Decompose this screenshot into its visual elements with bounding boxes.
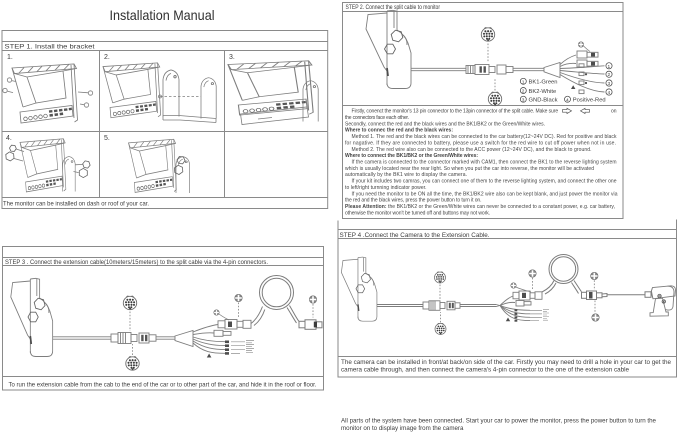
svg-text:monitor on to display image fr: monitor on to display image from the cam… bbox=[341, 425, 464, 432]
svg-text:Positive-Red: Positive-Red bbox=[573, 98, 606, 104]
svg-text:3: 3 bbox=[608, 81, 611, 87]
svg-text:3.: 3. bbox=[229, 54, 235, 61]
svg-text:2: 2 bbox=[608, 72, 611, 78]
svg-text:STEP 2. Connect the split cabl: STEP 2. Connect the split cable to monit… bbox=[346, 4, 441, 11]
svg-text:If you need the monitor to be: If you need the monitor to be ON all the… bbox=[352, 191, 618, 197]
svg-text:STEP 1. Install the bracket: STEP 1. Install the bracket bbox=[5, 43, 95, 50]
svg-text:automatically by the BK1 wire: automatically by the BK1 wire to display… bbox=[345, 172, 467, 178]
svg-text:To run the extension cable fro: To run the extension cable from the cab … bbox=[9, 381, 317, 388]
svg-text:Where to connec the red and th: Where to connec the red and the black wi… bbox=[345, 128, 453, 134]
svg-text:Please Attention: the BK1/BK2: Please Attention: the BK1/BK2 or the Gre… bbox=[345, 204, 615, 210]
svg-text:GND-Black: GND-Black bbox=[529, 98, 558, 104]
svg-text:5.: 5. bbox=[104, 135, 110, 142]
svg-text:Method 2. The red wire also ca: Method 2. The red wire also can be conne… bbox=[352, 147, 592, 153]
svg-text:Where to connect the BK1/BK2 o: Where to connect the BK1/BK2 or the Gree… bbox=[345, 153, 478, 159]
svg-text:Installation Manual: Installation Manual bbox=[110, 7, 215, 23]
svg-text:The monitor can be installed o: The monitor can be installed on dash or … bbox=[3, 200, 149, 207]
svg-text:otherwise the monitor won't be: otherwise the monitor won't be turned of… bbox=[345, 210, 490, 216]
svg-text:BK2-White: BK2-White bbox=[529, 89, 557, 95]
svg-text:STEP 4 .Connect the Camera to: STEP 4 .Connect the Camera to the Extens… bbox=[340, 232, 490, 239]
svg-text:camera cable through, and then: camera cable through, and then connect t… bbox=[341, 366, 629, 373]
svg-text:for nagative. If they are conn: for nagative. If they are connected to b… bbox=[345, 140, 616, 146]
svg-text:the connectors face each other: the connectors face each other. bbox=[345, 115, 409, 121]
svg-text:3: 3 bbox=[522, 97, 525, 103]
svg-text:Firstly, conenct the monitor's: Firstly, conenct the monitor's 13 pin co… bbox=[352, 109, 559, 115]
svg-text:4: 4 bbox=[608, 90, 611, 96]
svg-text:If the camera is connected to: If the camera is connected to the connec… bbox=[352, 160, 617, 166]
svg-text:Method 1. The red and the blac: Method 1. The red and the black wires ca… bbox=[352, 134, 618, 140]
svg-text:If your kit includes two camra: If your kit includes two camras, you can… bbox=[352, 179, 617, 185]
svg-text:Secondly, connect the red and: Secondly, connect the red and the black … bbox=[345, 121, 545, 127]
svg-text:1: 1 bbox=[608, 64, 611, 70]
svg-text:2: 2 bbox=[522, 89, 525, 95]
svg-text:The camera can be installed in: The camera can be installed in front/at … bbox=[341, 359, 671, 366]
svg-text:4: 4 bbox=[566, 97, 569, 103]
svg-text:on: on bbox=[611, 109, 617, 115]
svg-text:1: 1 bbox=[522, 79, 525, 85]
svg-text:BK1-Green: BK1-Green bbox=[529, 80, 558, 86]
svg-text:to left/right turnning indicat: to left/right turnning indicator power. bbox=[345, 185, 427, 191]
svg-text:All parts of the system have b: All parts of the system have been connec… bbox=[341, 417, 657, 424]
svg-text:STEP 3 . Connect the extension: STEP 3 . Connect the extension cable(10m… bbox=[5, 259, 268, 266]
svg-text:1.: 1. bbox=[7, 54, 13, 61]
svg-text:the red and the black wires, p: the red and the black wires, press the p… bbox=[345, 198, 482, 204]
svg-text:which is usually located near: which is usually located near the rear l… bbox=[345, 166, 594, 172]
svg-text:4.: 4. bbox=[6, 135, 12, 142]
svg-text:2.: 2. bbox=[104, 54, 110, 61]
